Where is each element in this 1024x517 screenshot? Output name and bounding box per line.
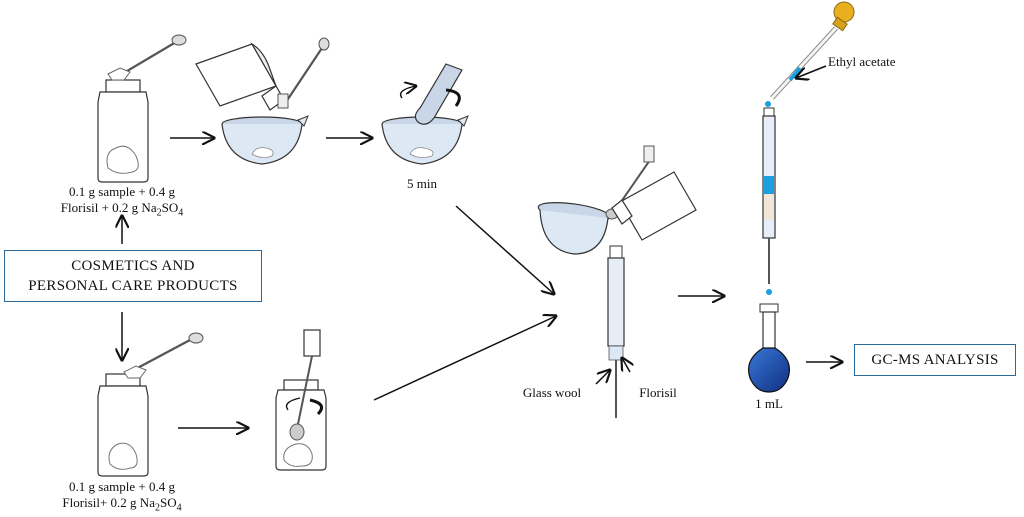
- spatula-top-2: [277, 37, 330, 109]
- arrow-5min-to-column: [455, 205, 554, 294]
- arrow-glass-wool: [595, 370, 610, 385]
- spatula-bottom-1: [123, 332, 204, 379]
- rotation-arrow-icon-2: [285, 397, 324, 416]
- bottom-mix-label: 0.1 g sample + 0.4 g Florisil+ 0.2 g Na2…: [52, 479, 192, 517]
- spatula-top-1: [107, 34, 187, 81]
- mortar-bowl-1: [221, 115, 309, 165]
- spe-column: [607, 245, 625, 418]
- mixing-jar: [275, 329, 327, 471]
- elution-column: [762, 107, 776, 295]
- cosmetics-line1: COSMETICS AND: [71, 258, 195, 274]
- sample-jar-top: [97, 79, 149, 183]
- volumetric-flask: [747, 303, 791, 393]
- arrow-florisil: [622, 358, 630, 373]
- arrow-mixing-to-column: [373, 316, 556, 401]
- florisil-label: Florisil: [639, 385, 677, 400]
- rotation-arrow-icon: [399, 86, 461, 107]
- tilted-bottle-center: [611, 171, 697, 241]
- time-label: 5 min: [407, 176, 437, 191]
- bottom-mix-line2: Florisil+ 0.2 g Na2SO4: [62, 495, 182, 514]
- tilted-bottle: [195, 42, 285, 111]
- cosmetics-box: COSMETICS AND PERSONAL CARE PRODUCTS: [4, 250, 262, 302]
- sample-jar-bottom: [97, 373, 149, 477]
- gcms-box: GC-MS ANALYSIS: [854, 344, 1016, 376]
- pestle: [414, 63, 463, 125]
- glass-wool-label: Glass wool: [522, 385, 582, 400]
- gcms-label: GC-MS ANALYSIS: [871, 351, 999, 368]
- top-mix-line2: Florisil + 0.2 g Na2SO4: [60, 200, 184, 219]
- top-mix-line1: 0.1 g sample + 0.4 g: [69, 184, 175, 199]
- cosmetics-line2: PERSONAL CARE PRODUCTS: [28, 278, 238, 294]
- volume-label: 1 mL: [755, 396, 783, 411]
- bottom-mix-line1: 0.1 g sample + 0.4 g: [69, 479, 175, 494]
- top-mix-label: 0.1 g sample + 0.4 g Florisil + 0.2 g Na…: [52, 184, 192, 222]
- dropper-pipette: [765, 1, 855, 107]
- ethyl-acetate-label: Ethyl acetate: [828, 54, 896, 69]
- arrow-ethyl-acetate: [796, 65, 827, 78]
- transfer-bowl: [537, 202, 611, 255]
